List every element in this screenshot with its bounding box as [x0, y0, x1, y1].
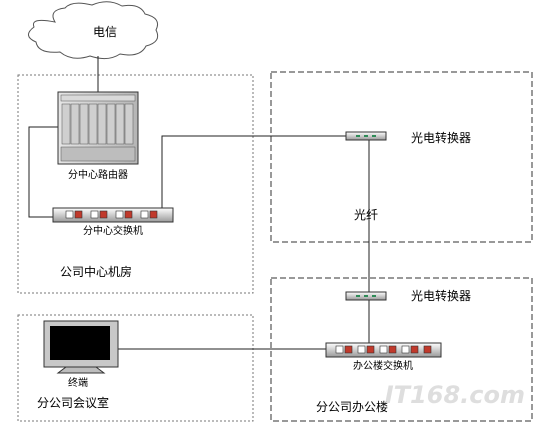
- zone-center-label: 公司中心机房: [60, 264, 132, 279]
- converter-top: 光电转换器: [345, 130, 471, 145]
- telecom-cloud: 电信: [28, 1, 159, 60]
- zone-office-box: [270, 277, 533, 422]
- zone-center-box: [17, 74, 254, 294]
- switch-converter-link: [161, 135, 350, 208]
- terminal-monitor: 终端: [43, 320, 119, 389]
- office-switch-label: 办公楼交换机: [353, 359, 413, 372]
- office-switch: 办公楼交换机: [325, 342, 442, 372]
- zone-meeting-label: 分公司会议室: [37, 395, 109, 410]
- connections: [28, 56, 370, 350]
- center-switch-label: 分中心交换机: [83, 224, 143, 237]
- converter-top-label: 光电转换器: [411, 130, 471, 145]
- router-slots: [61, 103, 134, 145]
- zone-office-top-box: [270, 71, 533, 243]
- router-label: 分中心路由器: [68, 168, 128, 181]
- zone-office-label: 分公司办公楼: [316, 399, 388, 414]
- converter-bottom-label: 光电转换器: [411, 288, 471, 303]
- watermark-logo: IT168.com: [385, 381, 525, 409]
- cloud-label: 电信: [93, 25, 117, 39]
- center-switch: 分中心交换机: [52, 207, 174, 237]
- center-router: 分中心路由器: [57, 91, 139, 181]
- fiber-label: 光纤: [354, 208, 378, 222]
- zone-meeting-box: [17, 314, 254, 422]
- terminal-label: 终端: [68, 376, 88, 389]
- router-switch-loop: [28, 126, 58, 218]
- office-switch-ports: [335, 345, 432, 354]
- converter-bottom: 光电转换器: [345, 288, 471, 303]
- center-switch-ports: [65, 210, 158, 219]
